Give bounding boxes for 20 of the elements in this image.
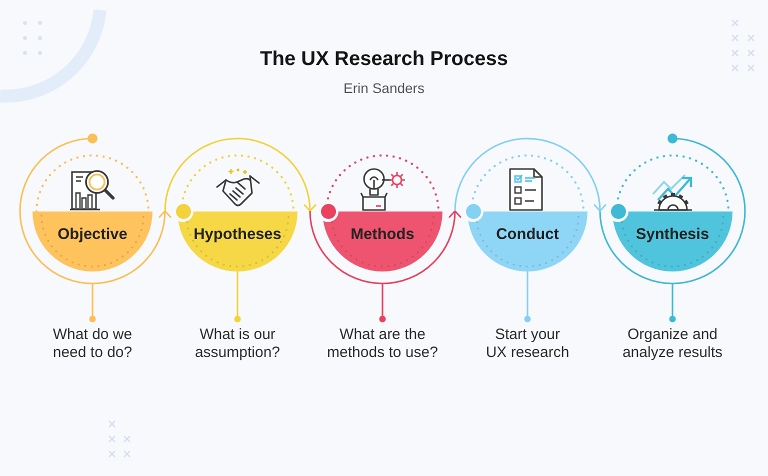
step-label: Conduct [496, 224, 559, 244]
step-label: Hypotheses [194, 224, 282, 244]
connector-line [89, 284, 96, 322]
step-label: Objective [58, 224, 128, 244]
curved-arrow [164, 138, 316, 212]
curved-arrow [454, 138, 606, 212]
step-label: Synthesis [636, 224, 710, 244]
connector-line [379, 284, 386, 322]
step-description: What do we need to do? [42, 326, 142, 362]
step-description: What are the methods to use? [324, 326, 442, 362]
step-description: Start your UX research [484, 326, 571, 362]
step-label: Methods [350, 224, 414, 244]
connector-line [669, 284, 676, 322]
step-description: Organize and analyze results [618, 326, 726, 362]
connector-line [524, 284, 531, 322]
curved-arrow [309, 210, 461, 284]
step-description: What is our assumption? [188, 326, 288, 362]
subtitle: Erin Sanders [344, 79, 424, 97]
diagram-title: The UX Research Process [260, 47, 508, 71]
connector-line [234, 284, 241, 322]
